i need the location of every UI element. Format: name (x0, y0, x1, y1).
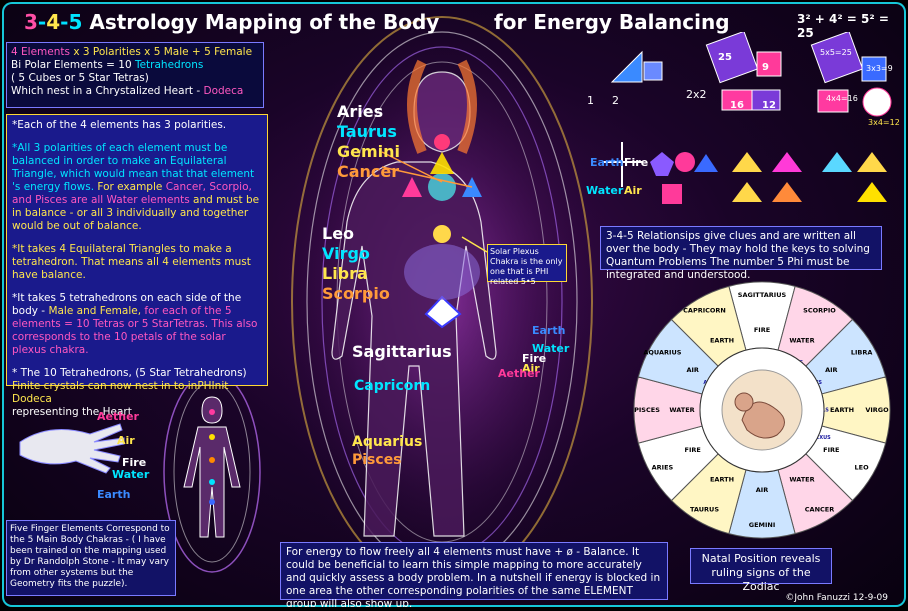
page-title: 3-4-5 Astrology Mapping of the Body (24, 10, 440, 34)
geo-3x4: 3x4=12 (868, 118, 900, 127)
explanation-box: *Each of the 4 elements has 3 polarities… (6, 114, 268, 418)
explain-p3: *It takes 4 Equilateral Triangles to mak… (12, 243, 251, 281)
title-number-3: 3 (24, 10, 38, 34)
sign-libra: Libra (322, 264, 368, 283)
body-earth-label: Earth (532, 324, 566, 337)
wheel-element-label: FIRE (823, 446, 839, 454)
sign-cancer: Cancer (337, 162, 400, 181)
sign-aquarius: Aquarius (352, 434, 423, 450)
wheel-sign-label: LIBRA (851, 349, 873, 357)
sign-pisces: Pisces (352, 452, 402, 468)
credit: ©John Fanuzzi 12-9-09 (785, 593, 888, 603)
relationships-box: 3-4-5 Relationsips give clues and are wr… (600, 226, 882, 281)
wheel-element-label: WATER (789, 337, 814, 345)
sign-leo: Leo (322, 224, 355, 243)
hand-fire-label: Fire (122, 456, 147, 469)
grid-air: Air (624, 184, 642, 197)
explain-p1: *Each of the 4 elements has 3 polarities… (12, 119, 227, 131)
sign-sagittarius: Sagittarius (352, 342, 452, 361)
wheel-element-label: FIRE (685, 446, 701, 454)
explain-p5: * The 10 Tetrahedrons, (5 Star Tetrahedr… (12, 367, 247, 418)
title-number-5: 5 (68, 10, 83, 34)
wheel-sign-label: CANCER (805, 506, 834, 514)
wheel-sign-label: PISCES (634, 406, 660, 414)
geo-num-2x2: 2x2 (686, 88, 707, 101)
explain-p4: *It takes 5 tetrahedrons on each side of… (12, 292, 258, 356)
wheel-element-label: EARTH (830, 406, 854, 414)
explain-p2: *All 3 polarities of each element must b… (12, 142, 260, 232)
wheel-sign-label: AQUARIUS (643, 349, 681, 357)
sign-virgo: Virgo (322, 244, 370, 263)
solar-plexus-box: Solar Plexus Chakra is the only one that… (487, 244, 567, 286)
title-main: Astrology Mapping of the Body (89, 10, 440, 34)
grid-earth: Earth (590, 156, 624, 169)
energy-flow-box: For energy to flow freely all 4 elements… (280, 542, 668, 607)
geo-num-16: 16 (730, 100, 744, 111)
geo-num-25: 25 (718, 52, 732, 63)
wheel-element-label: FIRE (754, 326, 770, 334)
wheel-sign-label: VIRGO (865, 406, 889, 414)
wheel-sign-label: TAURUS (690, 506, 719, 514)
five-finger-box: Five Finger Elements Correspond to the 5… (6, 520, 176, 596)
geo-num-12: 12 (762, 100, 776, 111)
sign-capricorn: Capricorn (354, 378, 431, 394)
body-water-label: Water (532, 342, 570, 355)
wheel-sign-label: SCORPIO (803, 306, 836, 314)
natal-position-box: Natal Position reveals ruling signs of t… (690, 548, 832, 593)
wheel-sign-label: ARIES (652, 464, 674, 472)
geo-4x4: 4x4=16 (826, 94, 858, 103)
hand-air-label: Air (117, 434, 135, 447)
cubes-text: ( 5 Cubes or 5 Star Tetras) (11, 72, 149, 84)
wheel-element-label: EARTH (710, 475, 734, 483)
sign-taurus: Taurus (337, 122, 397, 141)
elements-summary-box: 4 Elements x 3 Polarities x 5 Male + 5 F… (6, 42, 264, 108)
polarities-text: x 3 Polarities x 5 Male + 5 Female (73, 46, 253, 58)
hand-earth-label: Earth (97, 488, 131, 501)
body-air-label: Air (522, 362, 540, 375)
wheel-element-label: AIR (756, 486, 768, 494)
geo-num-9: 9 (762, 62, 769, 73)
hand-aether-label: Aether (97, 410, 139, 423)
wheel-element-label: AIR (686, 366, 698, 374)
wheel-element-label: WATER (669, 406, 694, 414)
elements-count: 4 Elements (11, 46, 70, 58)
heart-text: Which nest in a Chrystalized Heart - (11, 85, 204, 97)
grid-water: Water (586, 184, 624, 197)
geo-num-1: 1 (587, 94, 594, 107)
wheel-sign-label: CAPRICORN (683, 306, 726, 314)
wheel-element-label: WATER (789, 475, 814, 483)
geometry-diagrams (602, 32, 892, 204)
title-right: for Energy Balancing (494, 10, 730, 34)
wheel-element-label: EARTH (710, 337, 734, 345)
bipolar-text: Bi Polar Elements = 10 (11, 59, 135, 71)
geo-3x3: 3x3=9 (866, 64, 893, 73)
sign-scorpio: Scorpio (322, 284, 390, 303)
title-number-4: 4 (46, 10, 61, 34)
tetrahedrons-text: Tetrahedrons (134, 59, 204, 71)
body-fire-label: Fire (522, 352, 547, 365)
grid-fire: Fire (624, 156, 649, 169)
wheel-element-label: AIR (825, 366, 837, 374)
pythagorean-formula: 3² + 4² = 5² = 25 (797, 12, 889, 40)
wheel-sign-label: GEMINI (749, 521, 776, 529)
dodeca-text: Dodeca (203, 85, 244, 97)
geo-5x5: 5x5=25 (820, 48, 852, 57)
hand-water-label: Water (112, 468, 150, 481)
sign-aries: Aries (337, 102, 384, 121)
wheel-sign-label: LEO (855, 464, 870, 472)
body-aether-label: Aether (498, 367, 540, 380)
zodiac-wheel: SAGITTARIUSFIRETHIGHSSCORPIOWATERGENITAL… (633, 281, 891, 539)
sign-gemini: Gemini (337, 142, 401, 161)
wheel-sign-label: SAGITTARIUS (738, 291, 787, 299)
geo-num-2: 2 (612, 94, 619, 107)
